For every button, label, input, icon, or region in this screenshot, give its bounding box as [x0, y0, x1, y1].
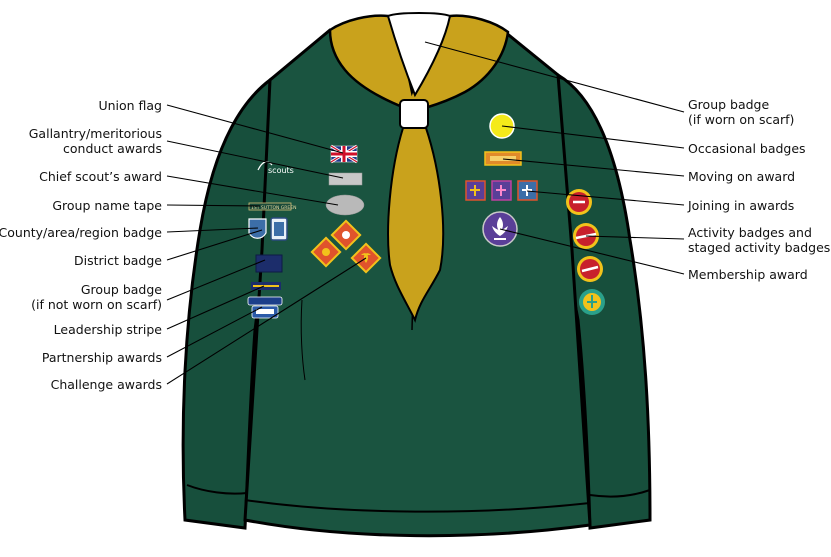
- group-name-tape-badge: 1ST SUTTON GREEN: [248, 202, 296, 211]
- svg-text:scouts: scouts: [268, 166, 294, 175]
- label-joining-in-awards: Joining in awards: [688, 198, 795, 213]
- district-badge: [255, 254, 283, 273]
- label-leadership-stripe: Leadership stripe: [53, 322, 162, 337]
- chief-scout-award-badge: [325, 194, 365, 216]
- leadership-stripe-badge: [251, 282, 281, 290]
- woggle: [399, 99, 429, 129]
- label-union-flag: Union flag: [98, 98, 162, 113]
- label-group-badge-scarf: Group badge(if worn on scarf): [688, 97, 795, 127]
- occasional-badge: [484, 151, 522, 166]
- joining-in-awards-badges: [465, 180, 538, 201]
- label-group-badge-not-scarf: Group badge(if not worn on scarf): [31, 282, 162, 312]
- union-flag-icon: [330, 144, 358, 164]
- svg-text:1ST SUTTON GREEN: 1ST SUTTON GREEN: [251, 205, 296, 211]
- label-occasional-badges: Occasional badges: [688, 141, 806, 156]
- label-membership-award: Membership award: [688, 267, 808, 282]
- label-county-badge: County/area/region badge: [0, 225, 162, 240]
- label-chief-scout: Chief scout’s award: [39, 169, 162, 184]
- label-challenge-awards: Challenge awards: [50, 377, 162, 392]
- county-badge: [248, 217, 288, 241]
- label-moving-on-award: Moving on award: [688, 169, 796, 184]
- neckerchief: [328, 12, 510, 323]
- scarf-tail: [387, 127, 445, 323]
- leader-lines: [166, 41, 685, 385]
- fleur-de-lis-icon: [492, 217, 508, 240]
- gallantry-award-badge: [328, 172, 363, 186]
- label-partnership-awards: Partnership awards: [41, 350, 162, 365]
- label-district-badge: District badge: [73, 253, 162, 268]
- label-group-name-tape: Group name tape: [52, 198, 162, 213]
